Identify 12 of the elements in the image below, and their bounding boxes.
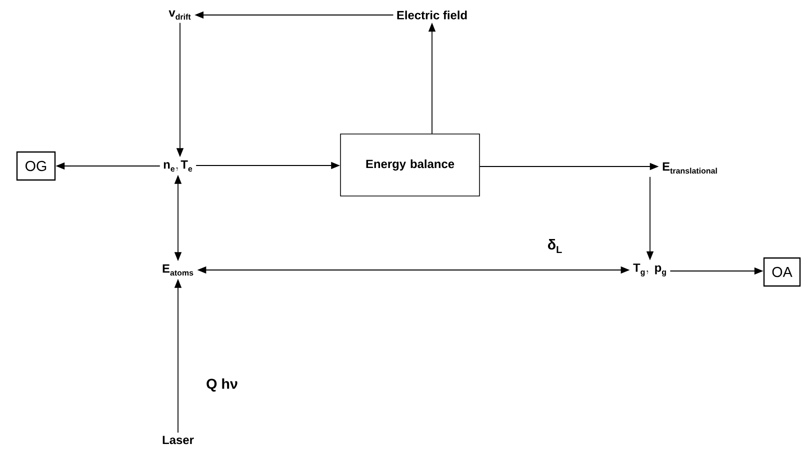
- process-box: Energy balance: [340, 134, 480, 196]
- output-box: OA: [763, 257, 801, 287]
- node-label: $\mathbf{E}_{\mathbf{translational}}$: [662, 162, 717, 174]
- node-label: $\mathbf{T}_{\mathbf{g}},\ \mathbf{p}_{\mathbf{g}}$: [633, 264, 666, 276]
- output-box: OG: [16, 151, 56, 181]
- node-label: $\mathbf{n}_{\mathbf{e}},\mathbf{T}_{\mathbf{e}}$: [164, 160, 192, 172]
- edge-label: Q hν: [205, 377, 239, 393]
- node-label: Laser: [162, 436, 194, 444]
- node-label: Electric field: [397, 10, 467, 20]
- node-label: $\mathbf{E}_{\mathbf{atoms}}$: [162, 264, 194, 276]
- edge-label: δ$_{L}$: [546, 238, 564, 254]
- node-label: $\mathbf{v}_{\mathbf{drift}}$: [168, 10, 191, 20]
